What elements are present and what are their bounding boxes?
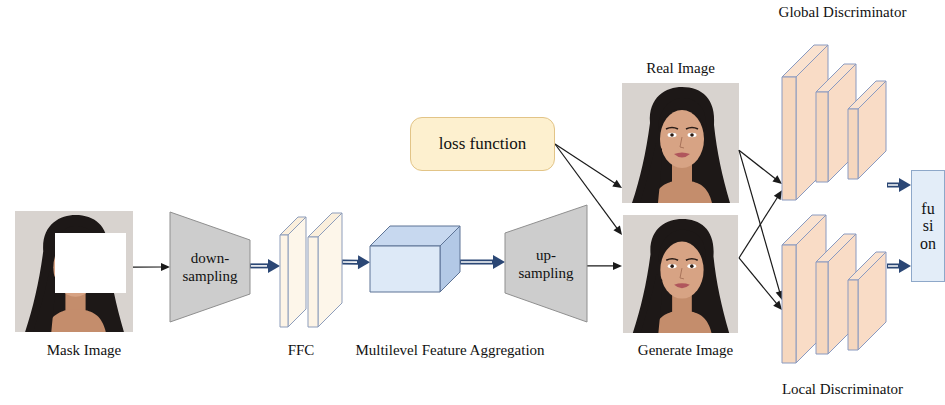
arrow-connector	[342, 255, 370, 269]
aggregation-cube-shape	[370, 226, 460, 292]
arrow-connector	[739, 258, 782, 310]
layer-slab	[782, 215, 826, 245]
local-discriminator-shape	[782, 200, 887, 365]
caption-label: Multilevel Feature Aggregation	[355, 342, 544, 359]
trapezoid	[505, 205, 587, 322]
arrowhead	[899, 259, 911, 273]
real-image: Real Image	[622, 83, 739, 203]
arrow-connector	[739, 150, 782, 184]
layer-slab	[816, 92, 828, 182]
layer-slab	[816, 234, 856, 262]
layer-slab	[782, 77, 796, 200]
generated-image: Generate Image	[622, 215, 739, 333]
layer-slab	[370, 226, 460, 246]
caption-label: Mask Image	[47, 342, 122, 359]
aggregation-cube: Multilevel Feature Aggregation	[370, 226, 460, 292]
caption-label: Real Image	[646, 60, 715, 77]
caption-label: Local Discriminator	[782, 381, 903, 398]
real-photo	[622, 83, 739, 203]
layer-slab	[280, 217, 306, 235]
layer-slab	[816, 262, 828, 354]
mask-image: Mask Image	[15, 208, 133, 335]
layer-slab	[288, 217, 306, 327]
arrow-connector	[887, 259, 911, 273]
caption-holder: Real Image	[422, 60, 939, 77]
ffc-block-shape	[280, 213, 342, 328]
connector-line	[887, 263, 900, 268]
connector-line	[460, 259, 494, 264]
layer-slab	[848, 81, 886, 109]
arrow-connector	[250, 259, 280, 273]
arrowhead	[613, 225, 622, 235]
connector-inner-line	[461, 261, 492, 263]
layer-slab	[280, 235, 288, 327]
node-label: loss function	[439, 134, 526, 154]
connector-line	[555, 144, 615, 184]
arrow-connector	[555, 144, 622, 188]
arrow-connector	[887, 178, 911, 192]
layer-slab	[816, 64, 856, 92]
arrowhead	[493, 255, 505, 269]
down-sampling-trapezoid: down- sampling	[170, 212, 250, 322]
caption-label: Global Discriminator	[779, 4, 907, 21]
arrow-connector	[133, 263, 170, 271]
connector-inner-line	[888, 184, 898, 186]
arrowhead	[773, 301, 782, 310]
arrow-connector	[460, 255, 505, 269]
connector-inner-line	[251, 265, 267, 267]
connector-inner-line	[888, 265, 898, 267]
node-label: up- sampling	[515, 246, 577, 282]
connector-line	[739, 197, 778, 258]
caption-holder: Local Discriminator	[590, 381, 945, 398]
connector-line	[250, 263, 269, 268]
local-discriminator: Local Discriminator	[782, 200, 887, 365]
layer-slab	[848, 109, 858, 179]
fusion-box: fusion	[911, 170, 945, 282]
ffc-block: FFC	[280, 213, 342, 328]
trapezoid	[170, 212, 250, 322]
layer-slab	[848, 280, 858, 350]
arrow-connector	[587, 262, 622, 270]
arrowhead	[161, 263, 170, 271]
generated-photo	[623, 215, 738, 333]
connector-line	[587, 265, 614, 266]
connector-line	[342, 259, 359, 264]
arrowhead	[772, 175, 782, 184]
layer-slab	[370, 246, 440, 292]
arrowhead	[899, 178, 911, 192]
connector-line	[887, 183, 900, 188]
connector-line	[133, 266, 162, 267]
mask-square	[55, 233, 126, 293]
arrowhead	[612, 180, 622, 188]
node-label: fusion	[920, 200, 936, 253]
connector-line	[739, 258, 777, 304]
arrow-connector	[739, 190, 782, 258]
arrowhead	[613, 262, 622, 270]
arrowhead	[358, 255, 370, 269]
layer-slab	[308, 237, 318, 327]
caption-label: FFC	[288, 342, 315, 359]
arrowhead	[268, 259, 280, 273]
layer-slab	[782, 45, 828, 77]
up-sampling-trapezoid-shape	[505, 205, 587, 322]
layer-slab	[782, 245, 796, 363]
node-label: down- sampling	[179, 249, 241, 285]
connector-line	[739, 150, 780, 292]
down-sampling-trapezoid-shape	[170, 212, 250, 322]
layer-slab	[308, 213, 342, 237]
arrowhead	[774, 190, 782, 200]
connector-inner-line	[343, 261, 357, 263]
caption-holder: Global Discriminator	[590, 4, 945, 21]
caption-label: Generate Image	[638, 342, 733, 359]
mask-photo	[15, 211, 133, 332]
up-sampling-trapezoid: up- sampling	[505, 205, 587, 322]
caption-holder: Multilevel Feature Aggregation	[205, 342, 695, 359]
layer-slab	[848, 252, 886, 280]
global-discriminator-shape	[782, 37, 887, 200]
connector-line	[739, 150, 776, 179]
loss-box: loss function	[410, 117, 555, 171]
global-discriminator: Global Discriminator	[782, 37, 887, 200]
arrow-connector	[739, 150, 783, 300]
